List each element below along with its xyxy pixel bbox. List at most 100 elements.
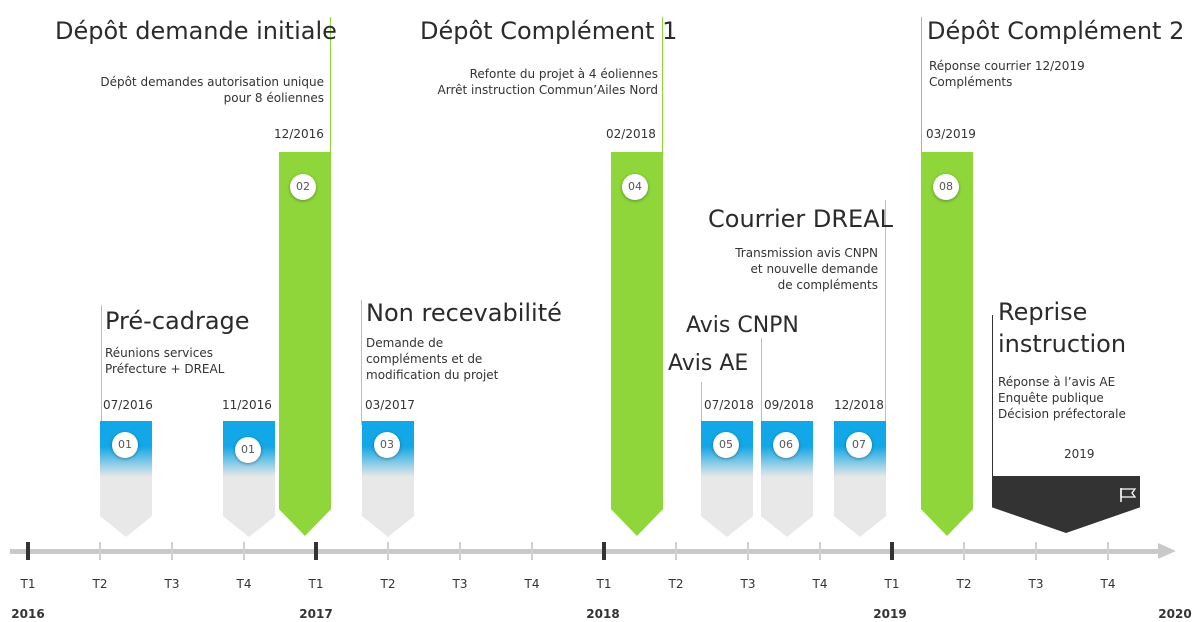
complement2-date: 03/2019 [926, 127, 976, 141]
complement2-badge: 08 [933, 174, 959, 200]
courrier-dreal-line-1: Transmission avis CNPN [735, 246, 878, 260]
complement1-marker [611, 152, 663, 536]
precadrage-line-2: Préfecture + DREAL [105, 362, 225, 376]
timeline-arrow [1158, 543, 1176, 559]
axis-tick [819, 542, 821, 560]
quarter-label: T1 [20, 577, 36, 591]
complement2-leader-line [921, 17, 922, 157]
reprise-line-1: Réponse à l’avis AE [998, 375, 1116, 389]
courrier-dreal-badge: 07 [846, 432, 872, 458]
reprise-marker [992, 476, 1140, 533]
quarter-label: T4 [524, 577, 540, 591]
quarter-label: T3 [1028, 577, 1044, 591]
courrier-dreal-line-2: et nouvelle demande [750, 262, 878, 276]
quarter-label: T1 [596, 577, 612, 591]
non-recevabilite-badge: 03 [374, 432, 400, 458]
quarter-label: T2 [92, 577, 108, 591]
axis-tick [1035, 542, 1037, 560]
axis-tick [99, 542, 101, 560]
depot-initial-description: Dépôt demandes autorisation unique pour … [60, 74, 324, 106]
quarter-label: T3 [740, 577, 756, 591]
complement1-line-1: Refonte du projet à 4 éoliennes [469, 67, 658, 81]
reprise-line-2: Enquête publique [998, 391, 1104, 405]
year-label: 2016 [11, 607, 45, 621]
reprise-title-line-1: Reprise [998, 298, 1088, 326]
precadrage-description: Réunions services Préfecture + DREAL [105, 345, 224, 377]
non-recevabilite-description: Demande de compléments et de modificatio… [366, 335, 498, 383]
avis-cnpn-title: Avis CNPN [686, 313, 799, 338]
reprise-title: Reprise instruction [998, 296, 1126, 360]
reprise-description: Réponse à l’avis AE Enquête publique Déc… [998, 374, 1126, 422]
axis-tick [314, 542, 318, 560]
reprise-title-line-2: instruction [998, 330, 1127, 358]
complement1-title: Dépôt Complément 1 [420, 17, 678, 45]
event-1116-badge: 01 [235, 437, 261, 463]
axis-tick [26, 542, 30, 560]
precadrage-line-1: Réunions services [105, 346, 213, 360]
complement1-leader-line [662, 17, 663, 157]
timeline-axis [10, 549, 1160, 554]
depot-initial-title: Dépôt demande initiale [55, 17, 337, 45]
quarter-label: T2 [956, 577, 972, 591]
avis-cnpn-date: 09/2018 [764, 398, 814, 412]
courrier-dreal-date: 12/2018 [834, 398, 884, 412]
quarter-label: T4 [812, 577, 828, 591]
complement2-line-2: Compléments [929, 75, 1013, 89]
axis-tick [602, 542, 606, 560]
reprise-leader-line [992, 315, 993, 477]
avis-ae-leader-line [701, 382, 702, 425]
non-recevabilite-line-2: compléments et de [366, 352, 483, 366]
avis-ae-title: Avis AE [668, 351, 749, 376]
quarter-label: T3 [164, 577, 180, 591]
axis-tick [171, 542, 173, 560]
axis-tick [963, 542, 965, 560]
courrier-dreal-leader-line [885, 200, 886, 425]
complement1-description: Refonte du projet à 4 éoliennes Arrêt in… [400, 66, 658, 98]
non-recevabilite-date: 03/2017 [365, 398, 415, 412]
depot-initial-leader-line [330, 17, 331, 157]
courrier-dreal-title: Courrier DREAL [708, 205, 894, 233]
year-label: 2018 [586, 607, 620, 621]
complement1-date: 02/2018 [606, 127, 656, 141]
courrier-dreal-description: Transmission avis CNPN et nouvelle deman… [700, 245, 878, 293]
axis-tick [531, 542, 533, 560]
quarter-label: T1 [308, 577, 324, 591]
avis-ae-date: 07/2018 [704, 398, 754, 412]
axis-tick [1107, 542, 1109, 560]
non-recevabilite-line-1: Demande de [366, 336, 444, 350]
depot-initial-line-2: pour 8 éoliennes [223, 91, 324, 105]
avis-cnpn-badge: 06 [773, 432, 799, 458]
complement2-title: Dépôt Complément 2 [927, 17, 1185, 45]
precadrage-badge: 01 [112, 432, 138, 458]
non-recevabilite-leader-line [361, 300, 362, 425]
non-recevabilite-title: Non recevabilité [366, 299, 562, 327]
quarter-label: T4 [236, 577, 252, 591]
avis-cnpn-leader-line [761, 338, 762, 425]
axis-tick [890, 542, 894, 560]
depot-initial-badge: 02 [290, 174, 316, 200]
quarter-label: T3 [452, 577, 468, 591]
precadrage-title: Pré-cadrage [105, 307, 250, 335]
year-label: 2019 [873, 607, 907, 621]
quarter-label: T4 [1100, 577, 1116, 591]
avis-ae-badge: 05 [713, 432, 739, 458]
precadrage-leader-line [101, 305, 102, 425]
complement2-marker [921, 152, 973, 536]
year-label: 2020 [1158, 607, 1192, 621]
axis-tick [243, 542, 245, 560]
complement2-line-1: Réponse courrier 12/2019 [929, 59, 1085, 73]
reprise-date: 2019 [1064, 447, 1095, 461]
depot-initial-marker [279, 152, 331, 536]
axis-tick [387, 542, 389, 560]
flag-icon [1120, 488, 1137, 502]
year-label: 2017 [299, 607, 333, 621]
courrier-dreal-line-3: de compléments [777, 278, 878, 292]
reprise-line-3: Décision préfectorale [998, 407, 1126, 421]
axis-tick [675, 542, 677, 560]
non-recevabilite-line-3: modification du projet [366, 368, 499, 382]
event-1116-date: 11/2016 [222, 398, 272, 412]
depot-initial-line-1: Dépôt demandes autorisation unique [100, 75, 324, 89]
depot-initial-date: 12/2016 [274, 127, 324, 141]
axis-tick [459, 542, 461, 560]
complement1-line-2: Arrêt instruction Commun’Ailes Nord [437, 83, 658, 97]
